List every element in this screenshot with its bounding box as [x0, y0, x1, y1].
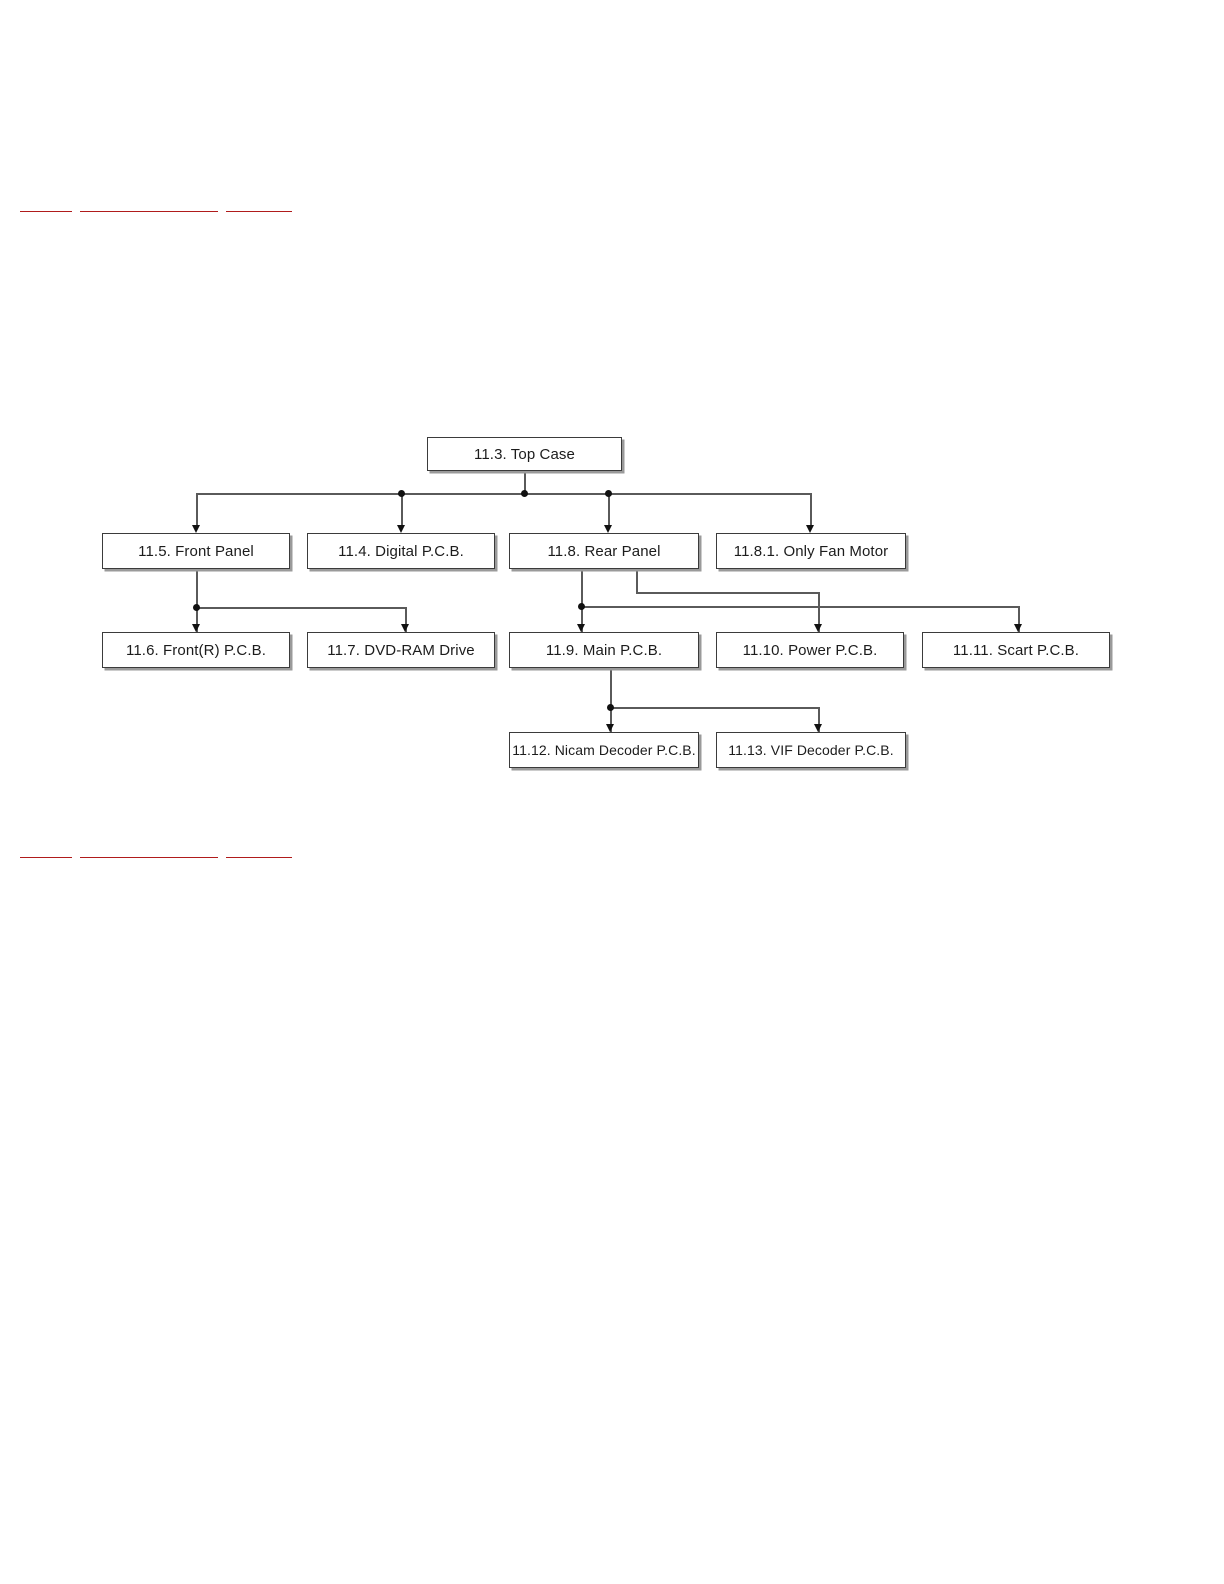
- flow-node-label: 11.8.1. Only Fan Motor: [733, 542, 889, 560]
- connector-segment: [610, 668, 612, 707]
- connector-segment: [196, 493, 811, 495]
- link-underline-1[interactable]: [20, 211, 72, 212]
- connector-segment: [581, 606, 1019, 608]
- connector-arrowhead: [806, 525, 814, 533]
- connector-segment: [196, 493, 198, 525]
- flow-node-front-r-pcb[interactable]: 11.6. Front(R) P.C.B.: [102, 632, 290, 668]
- connector-junction-dot: [578, 603, 585, 610]
- connector-segment: [581, 569, 583, 606]
- connector-segment: [610, 707, 612, 732]
- connector-segment: [1018, 606, 1020, 632]
- flow-node-label: 11.7. DVD-RAM Drive: [327, 641, 475, 659]
- connector-arrowhead: [814, 624, 822, 632]
- connector-segment: [608, 493, 610, 525]
- flow-node-dvd-ram-drive[interactable]: 11.7. DVD-RAM Drive: [307, 632, 495, 668]
- connector-junction-dot: [193, 604, 200, 611]
- connector-segment: [636, 592, 819, 594]
- link-underline-3[interactable]: [226, 211, 292, 212]
- top-separator-rules: [0, 203, 1224, 217]
- connector-arrowhead: [192, 525, 200, 533]
- connector-arrowhead: [1014, 624, 1022, 632]
- connector-arrowhead: [401, 624, 409, 632]
- flow-node-main-pcb[interactable]: 11.9. Main P.C.B.: [509, 632, 699, 668]
- connector-segment: [524, 471, 526, 494]
- connector-segment: [196, 607, 406, 609]
- flow-node-top-case[interactable]: 11.3. Top Case: [427, 437, 622, 471]
- flow-node-label: 11.12. Nicam Decoder P.C.B.: [512, 742, 696, 758]
- connector-arrowhead: [397, 525, 405, 533]
- flow-node-label: 11.13. VIF Decoder P.C.B.: [728, 742, 894, 758]
- connector-segment: [610, 707, 819, 709]
- connector-segment: [581, 606, 583, 632]
- flow-node-label: 11.9. Main P.C.B.: [545, 641, 663, 659]
- flow-node-front-panel[interactable]: 11.5. Front Panel: [102, 533, 290, 569]
- flow-node-nicam-pcb[interactable]: 11.12. Nicam Decoder P.C.B.: [509, 732, 699, 768]
- link-underline-2[interactable]: [80, 211, 218, 212]
- connector-segment: [636, 569, 638, 592]
- connector-segment: [196, 569, 198, 607]
- flow-node-scart-pcb[interactable]: 11.11. Scart P.C.B.: [922, 632, 1110, 668]
- flow-node-label: 11.11. Scart P.C.B.: [952, 641, 1080, 659]
- link-underline-2[interactable]: [80, 857, 218, 858]
- connector-junction-dot: [398, 490, 405, 497]
- connector-junction-dot: [607, 704, 614, 711]
- flow-node-label: 11.8. Rear Panel: [547, 542, 661, 560]
- flow-node-label: 11.5. Front Panel: [138, 542, 254, 560]
- connector-arrowhead: [604, 525, 612, 533]
- flow-node-power-pcb[interactable]: 11.10. Power P.C.B.: [716, 632, 904, 668]
- connector-segment: [818, 592, 820, 632]
- connector-arrowhead: [814, 724, 822, 732]
- flow-node-label: 11.10. Power P.C.B.: [742, 641, 878, 659]
- connector-arrowhead: [577, 624, 585, 632]
- connector-arrowhead: [606, 724, 614, 732]
- connector-segment: [405, 607, 407, 632]
- connector-segment: [818, 707, 820, 732]
- connector-segment: [196, 607, 198, 632]
- connector-segment: [810, 493, 812, 525]
- flow-node-digital-pcb[interactable]: 11.4. Digital P.C.B.: [307, 533, 495, 569]
- connector-segment: [401, 493, 403, 525]
- flow-node-rear-panel[interactable]: 11.8. Rear Panel: [509, 533, 699, 569]
- link-underline-3[interactable]: [226, 857, 292, 858]
- flow-node-only-fan-motor[interactable]: 11.8.1. Only Fan Motor: [716, 533, 906, 569]
- flow-node-label: 11.3. Top Case: [474, 445, 575, 463]
- flow-node-label: 11.6. Front(R) P.C.B.: [126, 641, 266, 659]
- connector-junction-dot: [605, 490, 612, 497]
- connector-arrowhead: [192, 624, 200, 632]
- flow-node-label: 11.4. Digital P.C.B.: [338, 542, 464, 560]
- link-underline-1[interactable]: [20, 857, 72, 858]
- flow-node-vif-pcb[interactable]: 11.13. VIF Decoder P.C.B.: [716, 732, 906, 768]
- connector-junction-dot: [521, 490, 528, 497]
- bottom-separator-rules: [0, 849, 1224, 863]
